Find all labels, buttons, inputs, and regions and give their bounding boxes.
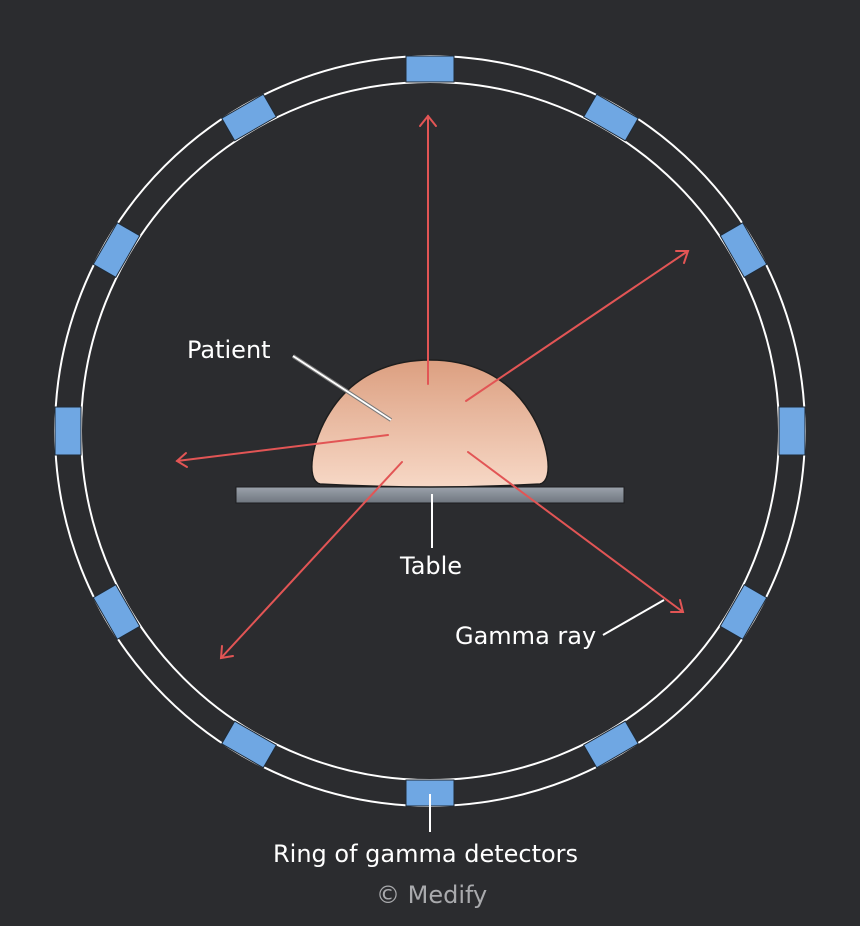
gamma-ray-left xyxy=(175,434,389,468)
copyright-text: © Medify xyxy=(376,881,488,909)
detector-ring xyxy=(54,55,806,807)
gamma-rays xyxy=(175,114,690,660)
gamma-detector xyxy=(92,222,141,278)
leader-lines xyxy=(291,354,665,832)
gamma-ray-upper-right xyxy=(465,250,690,402)
gamma-ray-label: Gamma ray xyxy=(455,622,597,650)
gamma-detector xyxy=(221,93,277,142)
gamma-detector xyxy=(719,584,768,640)
patient-label: Patient xyxy=(187,336,271,364)
gamma-detectors xyxy=(54,55,806,807)
ring-label: Ring of gamma detectors xyxy=(273,840,579,868)
table xyxy=(235,486,625,504)
gamma-ray-leader xyxy=(602,599,665,636)
gamma-detector xyxy=(719,222,768,278)
gamma-detector xyxy=(54,406,82,456)
gamma-detector xyxy=(583,720,639,769)
patient-body xyxy=(311,359,549,488)
gamma-detector xyxy=(583,93,639,142)
gamma-ray-lower-left xyxy=(219,461,403,660)
table-label: Table xyxy=(400,552,463,580)
gamma-detector xyxy=(405,55,455,83)
gamma-ray-up xyxy=(419,114,437,385)
gamma-detector xyxy=(778,406,806,456)
gamma-ray-lower-right xyxy=(467,451,685,613)
gamma-detector xyxy=(221,720,277,769)
gamma-detector xyxy=(92,584,141,640)
